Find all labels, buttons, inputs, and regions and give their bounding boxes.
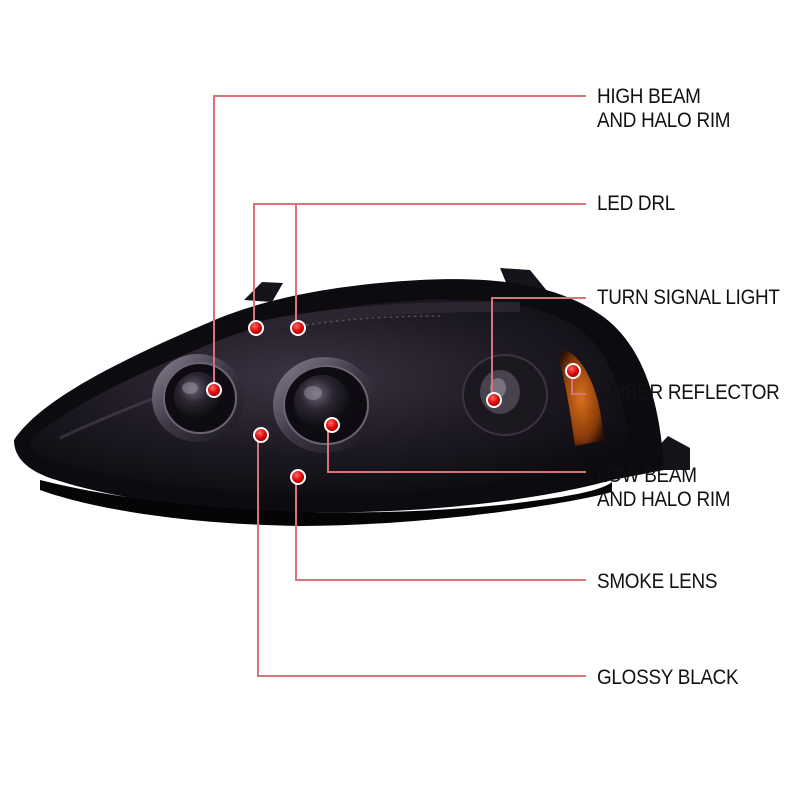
callout-dot-led-drl <box>248 320 264 336</box>
callout-dot-high-beam <box>206 382 222 398</box>
label-led-drl-line-1: LED DRL <box>597 192 675 215</box>
label-low-beam: LOW BEAM AND HALO RIM <box>597 464 731 512</box>
turn-signal-reflector <box>462 354 548 436</box>
leader-line-led-drl-1 <box>253 203 586 328</box>
label-turn-signal-line-1: TURN SIGNAL LIGHT <box>597 286 780 309</box>
callout-dots <box>206 320 581 485</box>
callout-dot-amber-reflector <box>565 363 581 379</box>
high-beam-projector <box>152 354 244 442</box>
leader-lines <box>213 95 586 677</box>
mount-bracket <box>244 282 283 302</box>
label-turn-signal: TURN SIGNAL LIGHT <box>597 286 780 310</box>
callout-dot-turn-signal <box>486 392 502 408</box>
leader-line-glossy-black <box>257 434 586 677</box>
label-smoke-lens-line-1: SMOKE LENS <box>597 570 718 593</box>
label-led-drl: LED DRL <box>597 192 675 216</box>
label-glossy-black: GLOSSY BLACK <box>597 666 739 690</box>
label-high-beam: HIGH BEAM AND HALO RIM <box>597 85 731 133</box>
callout-dot-glossy-black <box>253 427 269 443</box>
leader-line-low-beam <box>327 424 586 473</box>
callout-dot-smoke-lens <box>290 469 306 485</box>
label-amber-reflector-line-1: AMBER REFLECTOR <box>597 381 780 404</box>
label-high-beam-line-2: AND HALO RIM <box>597 109 731 132</box>
low-beam-projector <box>273 357 377 453</box>
label-low-beam-line-2: AND HALO RIM <box>597 488 731 511</box>
leader-line-high-beam <box>213 95 586 390</box>
callout-dot-low-beam <box>324 417 340 433</box>
label-amber-reflector: AMBER REFLECTOR <box>597 381 780 405</box>
leader-line-smoke-lens <box>295 476 586 581</box>
housing-lip <box>40 480 612 526</box>
label-high-beam-line-1: HIGH BEAM <box>597 85 701 108</box>
callout-dot-led-drl <box>290 320 306 336</box>
label-smoke-lens: SMOKE LENS <box>597 570 717 594</box>
leader-line-turn-signal <box>491 297 586 400</box>
label-glossy-black-line-1: GLOSSY BLACK <box>597 666 739 689</box>
rear-tab <box>655 436 690 470</box>
label-low-beam-line-1: LOW BEAM <box>597 464 697 487</box>
